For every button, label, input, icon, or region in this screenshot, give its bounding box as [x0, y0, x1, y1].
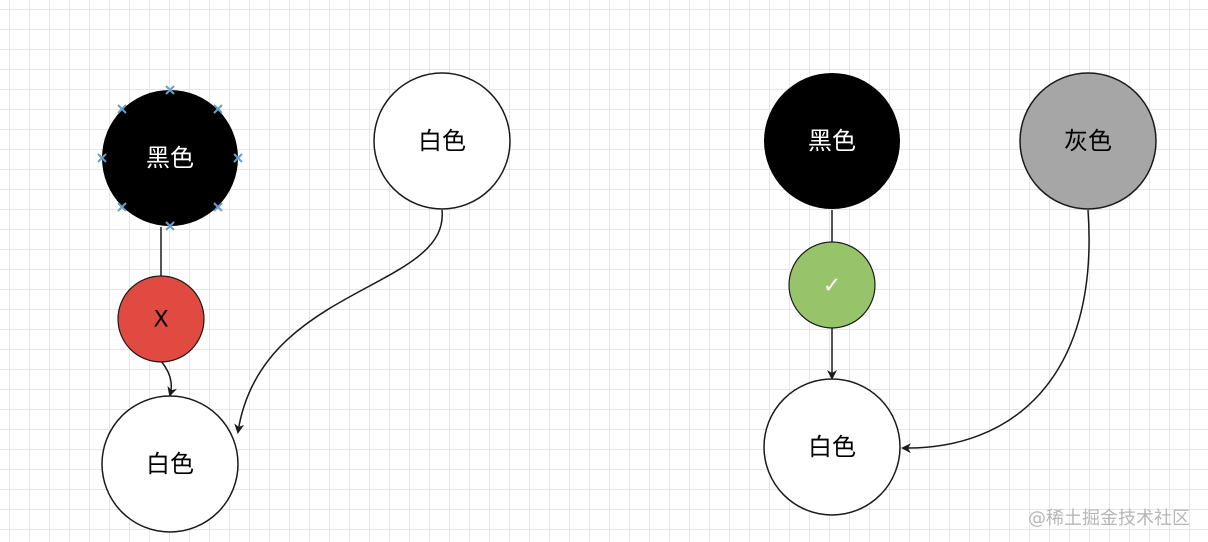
white-bottom-node-left-label: 白色	[146, 450, 194, 478]
gray-node-right[interactable]: 灰色	[1019, 72, 1157, 210]
selection-handles[interactable]	[97, 85, 243, 231]
red-x-marker-circle	[117, 275, 205, 363]
white-bottom-node-left-circle	[101, 395, 239, 533]
black-node-left-circle	[102, 90, 238, 226]
edge-white-top-to-white-bottom	[234, 209, 443, 434]
right-scenario: 黑色 ✓ 灰色 白色	[763, 72, 1157, 516]
selection-handle-left[interactable]	[97, 153, 107, 163]
white-top-node-left[interactable]: 白色	[373, 72, 511, 210]
selection-handle-top-left[interactable]	[117, 104, 127, 114]
white-bottom-node-right-label: 白色	[808, 433, 856, 461]
selection-handle-top[interactable]	[165, 85, 175, 95]
white-bottom-node-right[interactable]: 白色	[763, 378, 901, 516]
green-check-marker[interactable]: ✓	[788, 241, 876, 329]
white-bottom-node-left[interactable]: 白色	[101, 395, 239, 533]
watermark: @稀土掘金技术社区	[1028, 508, 1190, 529]
selection-handle-bottom[interactable]	[165, 221, 175, 231]
gray-node-right-circle	[1019, 72, 1157, 210]
left-scenario: 黑色 X 白色	[97, 72, 511, 533]
selection-handle-top-right[interactable]	[213, 104, 223, 114]
red-x-marker[interactable]: X	[117, 275, 205, 363]
green-check-marker-circle	[788, 241, 876, 329]
gray-node-right-label: 灰色	[1064, 127, 1112, 155]
selection-handle-bottom-right[interactable]	[213, 202, 223, 212]
black-node-right[interactable]: 黑色	[764, 73, 900, 209]
white-top-node-left-label: 白色	[418, 127, 466, 155]
edge-gray-to-white-bottom	[901, 209, 1090, 454]
selection-handle-right[interactable]	[233, 153, 243, 163]
white-top-node-left-circle	[373, 72, 511, 210]
check-icon: ✓	[823, 274, 841, 299]
black-node-left-label: 黑色	[146, 144, 194, 172]
edge-red-marker-to-white-bottom	[160, 360, 178, 397]
black-node-left[interactable]: 黑色	[97, 85, 243, 231]
black-node-right-circle	[764, 73, 900, 209]
red-x-marker-label: X	[153, 308, 168, 333]
black-node-right-label: 黑色	[808, 127, 856, 155]
selection-handle-bottom-left[interactable]	[117, 202, 127, 212]
white-bottom-node-right-circle	[763, 378, 901, 516]
